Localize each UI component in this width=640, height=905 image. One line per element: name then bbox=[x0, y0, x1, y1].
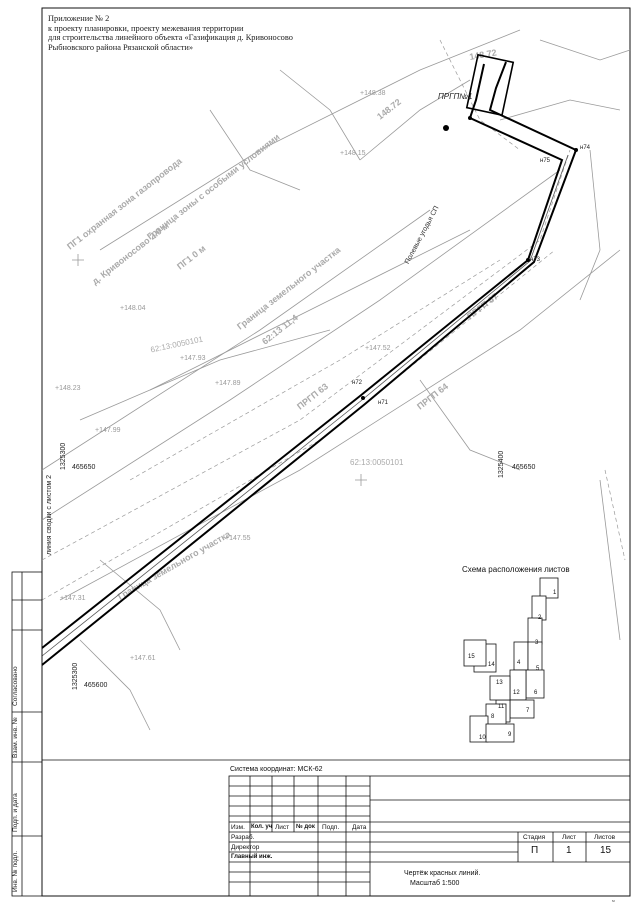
col-list: Лист bbox=[275, 824, 290, 831]
coord-bottom-top: 1325300 bbox=[72, 662, 79, 690]
side-inv-orig: Инв. № подл. bbox=[12, 850, 19, 892]
col-podp: Подп. bbox=[322, 824, 340, 831]
svg-text:+148.23: +148.23 bbox=[55, 385, 81, 392]
sheet-3: 3 bbox=[535, 640, 539, 646]
line-reference: линия сводки с листом 2 bbox=[46, 475, 53, 555]
coord-left-right: 465650 bbox=[72, 464, 96, 471]
background-linework bbox=[41, 29, 631, 731]
elevation-marks: +147.99 +148.23 +147.93 +147.89 +148.04 … bbox=[55, 90, 391, 662]
side-stamp-lines bbox=[11, 571, 43, 897]
cross-markers bbox=[72, 254, 367, 486]
svg-text:+147.99: +147.99 bbox=[95, 427, 121, 434]
col-doc: № док bbox=[296, 824, 315, 830]
coord-bottom-right: 465600 bbox=[84, 682, 108, 689]
header-line-1: Приложение № 2 bbox=[48, 14, 110, 23]
background-annotations: ПГ1 охранная зона газопровода д. Кривоно… bbox=[65, 47, 500, 601]
svg-text:+147.31: +147.31 bbox=[60, 595, 86, 602]
svg-text:+147.52: +147.52 bbox=[365, 345, 391, 352]
svg-text:+148.38: +148.38 bbox=[360, 90, 386, 97]
sheet-value: 1 bbox=[566, 845, 572, 856]
sheet-14: 14 bbox=[488, 662, 495, 668]
col-izm: Изм. bbox=[231, 824, 245, 831]
drawing-title: Чертёж красных линий. bbox=[404, 870, 481, 877]
sheet-10: 10 bbox=[479, 735, 486, 741]
stage-value: П bbox=[531, 845, 539, 856]
sheet-6: 6 bbox=[534, 690, 538, 696]
sheet-5: 5 bbox=[536, 666, 540, 672]
sheet-label: Лист bbox=[562, 834, 577, 841]
row-director: Директор bbox=[231, 844, 260, 851]
coord-right-right: 465650 bbox=[512, 464, 536, 471]
coord-right-top: 1325400 bbox=[498, 450, 505, 478]
background-dashed-lines bbox=[41, 39, 626, 601]
col-data: Дата bbox=[352, 824, 367, 831]
label-parcel-2: 62:13:0050101 bbox=[350, 458, 404, 467]
drawing-scale: Масштаб 1:500 bbox=[410, 880, 460, 887]
sheets-label: Листов bbox=[594, 834, 616, 841]
sheet-2: 2 bbox=[538, 615, 542, 621]
svg-text:+148.15: +148.15 bbox=[340, 150, 366, 157]
side-agreed: Согласовано bbox=[12, 666, 19, 706]
label-point-75: н75 bbox=[540, 158, 550, 164]
row-razrab: Разраб. bbox=[231, 834, 255, 841]
sheet-13: 13 bbox=[496, 680, 503, 686]
survey-points bbox=[361, 116, 578, 400]
sheet-scheme bbox=[463, 577, 559, 743]
svg-text:+147.61: +147.61 bbox=[130, 655, 156, 662]
svg-text:Граница зоны с особыми условия: Граница зоны с особыми условиями bbox=[145, 132, 282, 242]
coord-left-top: 1325300 bbox=[60, 442, 67, 470]
sheet-11: 11 bbox=[498, 704, 505, 710]
svg-text:ПРГП 63: ПРГП 63 bbox=[295, 381, 330, 411]
svg-text:ПГ1 охранная зона газопровода: ПГ1 охранная зона газопровода bbox=[65, 155, 184, 251]
col-kol: Кол. уч bbox=[251, 824, 273, 830]
sheet-12: 12 bbox=[513, 690, 520, 696]
sheets-value: 15 bbox=[600, 845, 612, 856]
label-prgn: ПРГП№1 bbox=[438, 92, 473, 101]
stage-label: Стадия bbox=[523, 834, 546, 841]
side-sign-date: Подп. и дата bbox=[12, 793, 19, 832]
sheet-9: 9 bbox=[508, 732, 512, 738]
sheet-1: 1 bbox=[553, 590, 557, 596]
row-chief: Главный инж. bbox=[231, 854, 273, 860]
label-point-72: н72 bbox=[352, 380, 362, 386]
header-line-4: Рыбновского района Рязанской области» bbox=[48, 42, 194, 52]
svg-text:+148.04: +148.04 bbox=[120, 305, 146, 312]
svg-text:+147.55: +147.55 bbox=[225, 535, 251, 542]
label-point-74: н74 bbox=[580, 145, 590, 151]
sheet-7: 7 bbox=[526, 708, 530, 714]
sheet-8: 8 bbox=[491, 714, 495, 720]
svg-text:148.72: 148.72 bbox=[375, 97, 403, 122]
label-point-71: н71 bbox=[378, 400, 388, 406]
svg-text:+147.89: +147.89 bbox=[215, 380, 241, 387]
svg-text:148.72: 148.72 bbox=[469, 47, 498, 62]
header-line-3: для строительства линейного объекта «Газ… bbox=[48, 33, 293, 43]
doc-id-mark: м bbox=[612, 898, 615, 903]
drawing-frame bbox=[41, 7, 631, 897]
svg-text:ПГ1 0 м: ПГ1 0 м bbox=[175, 243, 208, 272]
sheet-scheme-title: Схема расположения листов bbox=[462, 565, 570, 574]
sheet-15: 15 bbox=[468, 654, 475, 660]
header-line-2: к проекту планировки, проекту межевания … bbox=[48, 23, 244, 33]
sheet-4: 4 bbox=[517, 660, 521, 666]
title-block-grid bbox=[228, 775, 631, 897]
svg-text:+147.93: +147.93 bbox=[180, 355, 206, 362]
svg-text:62:13 11,4: 62:13 11,4 bbox=[260, 313, 300, 347]
coordinate-system: Система координат: МСК-62 bbox=[230, 766, 323, 773]
header-note: Приложение № 2 к проекту планировки, про… bbox=[48, 14, 293, 52]
side-inv-replace: Взам. инв. № bbox=[12, 717, 19, 758]
label-point-73: н73 bbox=[530, 257, 540, 263]
